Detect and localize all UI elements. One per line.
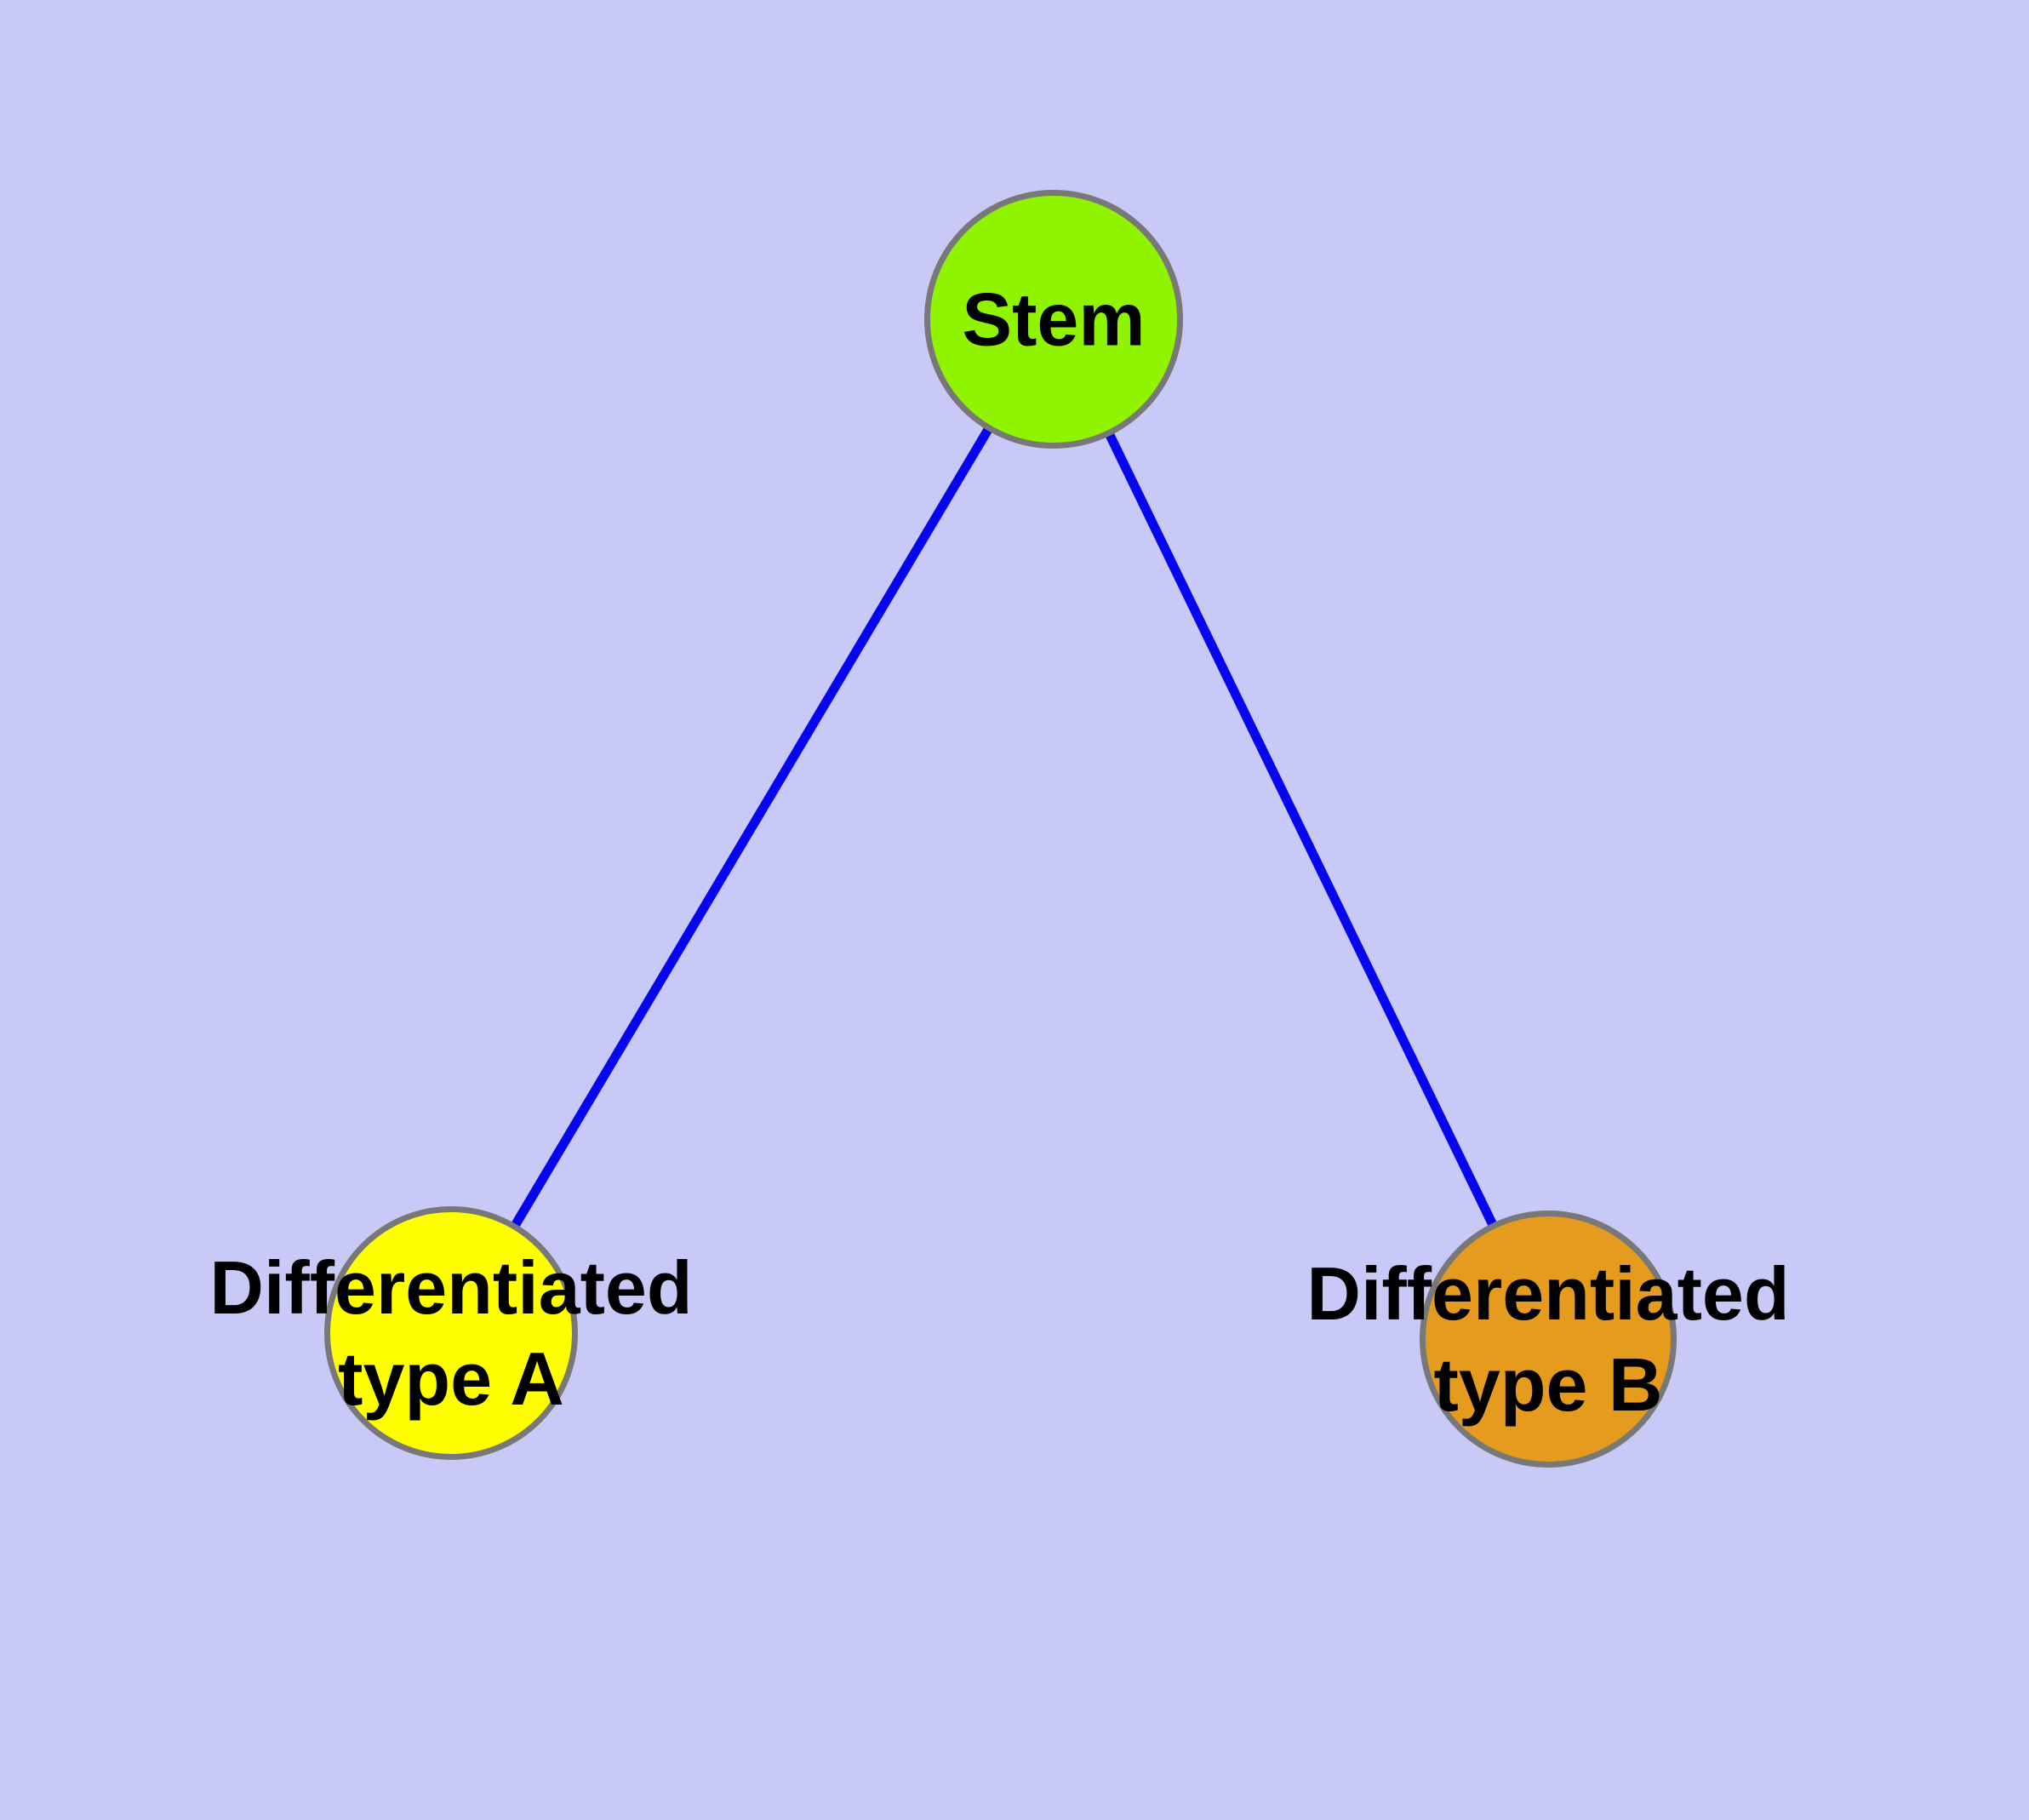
- node-stem: Stem: [924, 190, 1183, 449]
- node-stem-label-text: Stem: [962, 277, 1146, 362]
- node-type-a-label: Differentiated type A: [209, 1242, 692, 1424]
- edge-stem-to-type-a: [447, 317, 1058, 1336]
- node-type-b-label-line2: type B: [1433, 1342, 1663, 1427]
- node-type-a-label-line2: type A: [338, 1336, 564, 1421]
- node-type-b-label-line1: Differentiated: [1306, 1251, 1790, 1336]
- node-type-b-label: Differentiated type B: [1306, 1248, 1789, 1430]
- edge-stem-to-type-b: [1049, 317, 1552, 1342]
- node-type-a-label-line1: Differentiated: [209, 1245, 693, 1330]
- node-stem-label: Stem: [962, 274, 1145, 365]
- node-differentiated-type-a: Differentiated type A: [209, 1206, 693, 1460]
- node-differentiated-type-b: Differentiated type B: [1306, 1210, 1790, 1468]
